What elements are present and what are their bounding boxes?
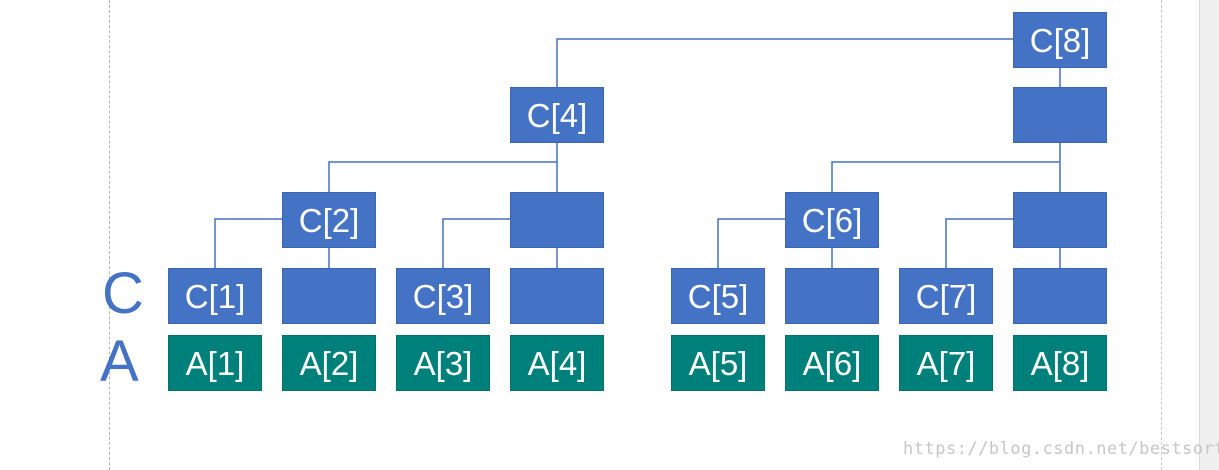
- watermark-url: https://blog.csdn.net/bestsort: [903, 439, 1219, 459]
- connector-c8-c6: [831, 161, 1060, 192]
- node-c1: C[1]: [168, 268, 262, 324]
- scrollbar-track[interactable]: [1199, 0, 1219, 470]
- row-label-c: C: [102, 261, 144, 326]
- left-guide-line: [109, 0, 110, 470]
- node-a2: A[2]: [282, 335, 376, 391]
- node-c4-level1-cell: [510, 192, 604, 248]
- connector-c8-c4: [556, 38, 1013, 87]
- right-guide-line: [1161, 0, 1162, 470]
- connector-c7: [945, 218, 1013, 268]
- node-c2: C[2]: [282, 192, 376, 248]
- node-a1: A[1]: [168, 335, 262, 391]
- node-c8: C[8]: [1013, 12, 1107, 68]
- connector-c2-c1: [214, 218, 282, 268]
- node-c7: C[7]: [899, 268, 993, 324]
- node-a3: A[3]: [396, 335, 490, 391]
- connector-c4-c2: [328, 143, 558, 192]
- row-label-a: A: [100, 329, 139, 394]
- node-c4: C[4]: [510, 87, 604, 143]
- node-a5: A[5]: [671, 335, 765, 391]
- node-a6: A[6]: [785, 335, 879, 391]
- node-a7: A[7]: [899, 335, 993, 391]
- connector-c6-c5: [717, 218, 785, 268]
- node-a8: A[8]: [1013, 335, 1107, 391]
- node-c2-level0-cell: [282, 268, 376, 324]
- node-a4: A[4]: [510, 335, 604, 391]
- node-c6: C[6]: [785, 192, 879, 248]
- node-c5: C[5]: [671, 268, 765, 324]
- node-c8-level0-cell: [1013, 268, 1107, 324]
- node-c3: C[3]: [396, 268, 490, 324]
- node-c8-level2-cell: [1013, 87, 1107, 143]
- node-c6-level0-cell: [785, 268, 879, 324]
- node-c8-level1-cell: [1013, 192, 1107, 248]
- connector-c3: [442, 218, 510, 268]
- node-c4-level0-cell: [510, 268, 604, 324]
